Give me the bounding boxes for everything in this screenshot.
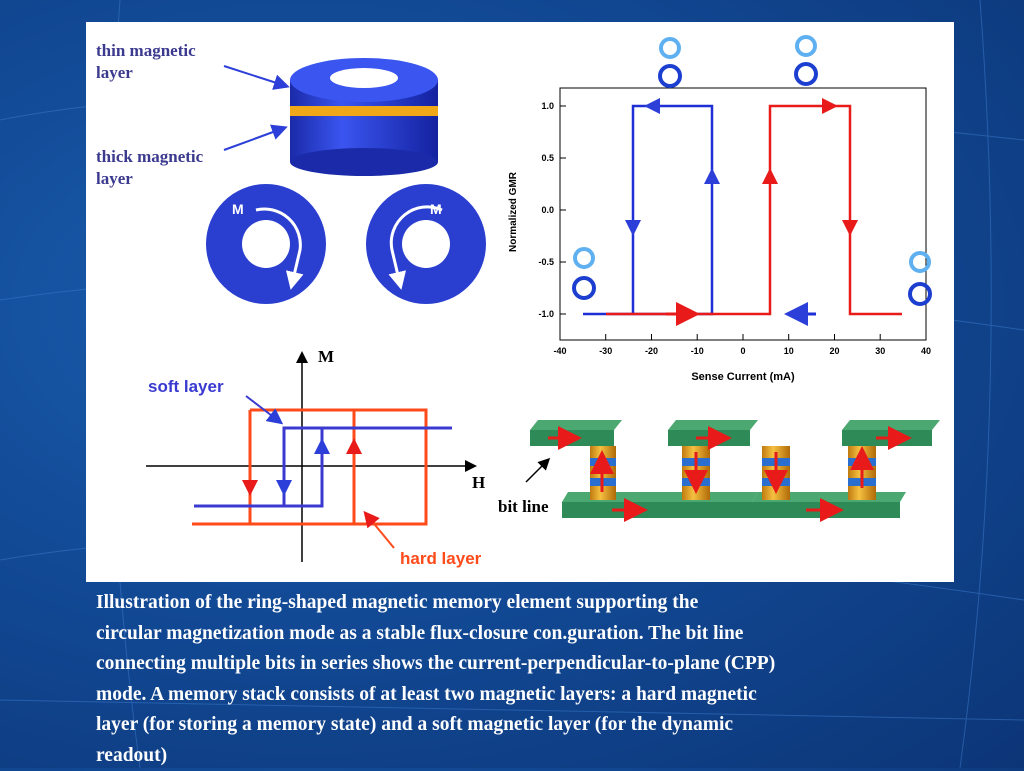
ring-cylinder xyxy=(290,58,438,176)
caption-line-1: Illustration of the ring-shaped magnetic… xyxy=(96,588,996,619)
gmr-plot: 1.0 0.5 0.0 -0.5 -1.0 -40 -30 -20 -10 0 … xyxy=(508,37,931,383)
thick-layer-label: thick magnetic xyxy=(96,147,204,166)
x-tick-7: 20 xyxy=(829,346,839,356)
m-axis-label: M xyxy=(318,347,334,366)
thick-layer-label-2: layer xyxy=(96,169,133,188)
bit-line-label: bit line xyxy=(498,497,549,516)
h-axis-label: H xyxy=(472,473,485,492)
thin-layer-label: thin magnetic xyxy=(96,41,196,60)
x-tick-8: 30 xyxy=(875,346,885,356)
x-tick-3: -20 xyxy=(645,346,658,356)
thick-layer-arrow xyxy=(224,128,284,150)
y-tick-1: 1.0 xyxy=(541,101,554,111)
x-tick-2: -30 xyxy=(599,346,612,356)
bit-line-stack xyxy=(530,420,940,518)
gmr-red-curve xyxy=(606,106,902,314)
caption-line-6: readout) xyxy=(96,741,996,771)
ring-ccw xyxy=(206,184,326,304)
thin-layer-label-2: layer xyxy=(96,63,133,82)
hard-layer-label: hard layer xyxy=(400,549,482,568)
state-icons xyxy=(574,37,930,304)
x-tick-6: 10 xyxy=(784,346,794,356)
y-tick-3: 0.0 xyxy=(541,205,554,215)
ring-cw xyxy=(366,184,486,304)
thin-layer-arrow xyxy=(224,66,286,86)
caption-line-2: circular magnetization mode as a stable … xyxy=(96,619,996,650)
y-tick-2: 0.5 xyxy=(541,153,554,163)
m-label-right: M xyxy=(430,201,442,217)
figure-panel: thin magnetic layer thick magnetic layer… xyxy=(86,22,954,582)
bit-line-arrow xyxy=(526,460,548,482)
m-label-left: M xyxy=(232,201,244,217)
figure-illustration: thin magnetic layer thick magnetic layer… xyxy=(86,22,954,582)
gmr-blue-curve xyxy=(583,106,712,314)
y-tick-5: -1.0 xyxy=(538,309,554,319)
y-tick-4: -0.5 xyxy=(538,257,554,267)
x-tick-1: -40 xyxy=(553,346,566,356)
soft-layer-label: soft layer xyxy=(148,377,224,396)
caption-line-4: mode. A memory stack consists of at leas… xyxy=(96,680,996,711)
caption: Illustration of the ring-shaped magnetic… xyxy=(96,588,996,771)
gmr-ylabel: Normalized GMR xyxy=(508,171,519,252)
x-tick-9: 40 xyxy=(921,346,931,356)
caption-line-5: layer (for storing a memory state) and a… xyxy=(96,710,996,741)
gmr-xlabel: Sense Current (mA) xyxy=(691,371,795,383)
x-tick-4: -10 xyxy=(691,346,704,356)
x-tick-5: 0 xyxy=(740,346,745,356)
caption-line-3: connecting multiple bits in series shows… xyxy=(96,649,996,680)
